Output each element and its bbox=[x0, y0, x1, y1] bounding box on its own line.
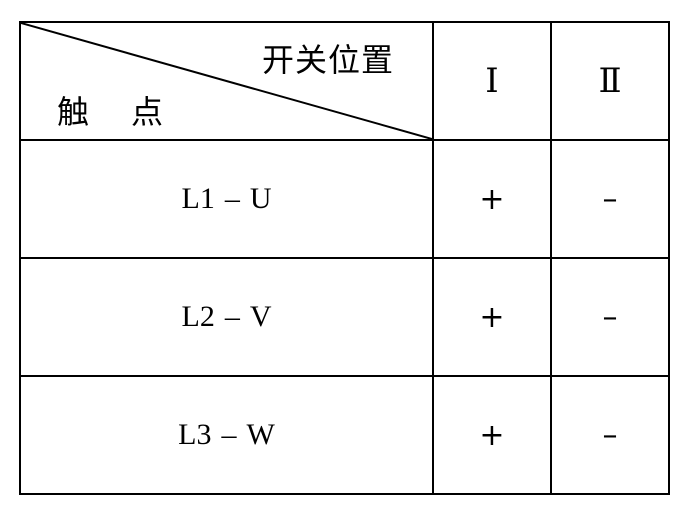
contact-label-char-1: 触 bbox=[57, 93, 90, 131]
position-1-state: + bbox=[432, 257, 552, 377]
diagonal-header-cell: 开关位置 触点 bbox=[19, 21, 434, 141]
state-symbol: – bbox=[602, 417, 618, 453]
contact-dash: – bbox=[224, 300, 240, 333]
position-1-label: Ⅰ bbox=[485, 61, 499, 101]
contact-terminal-a: L1 bbox=[181, 182, 215, 215]
contact-terminal-b: W bbox=[246, 418, 275, 451]
state-symbol: + bbox=[479, 299, 505, 335]
header-row: 开关位置 触点 Ⅰ Ⅱ bbox=[19, 21, 670, 141]
state-symbol: + bbox=[479, 417, 505, 453]
position-1-state: + bbox=[432, 375, 552, 495]
state-symbol: – bbox=[602, 299, 618, 335]
state-symbol: + bbox=[479, 181, 505, 217]
contact-name: L3–W bbox=[178, 418, 275, 451]
position-2-label: Ⅱ bbox=[598, 61, 622, 101]
table-row: L3–W + – bbox=[19, 375, 670, 495]
table-row: L2–V + – bbox=[19, 257, 670, 377]
contact-cell: L2–V bbox=[19, 257, 434, 377]
contact-terminal-a: L3 bbox=[178, 418, 212, 451]
contact-dash: – bbox=[221, 418, 237, 451]
contact-terminal-b: U bbox=[249, 182, 272, 215]
position-2-state: – bbox=[550, 257, 670, 377]
contact-cell: L1–U bbox=[19, 139, 434, 259]
contact-name: L2–V bbox=[182, 300, 272, 333]
contact-label-char-2: 点 bbox=[131, 93, 164, 131]
position-header-2: Ⅱ bbox=[550, 21, 670, 141]
position-1-state: + bbox=[432, 139, 552, 259]
contact-terminal-a: L2 bbox=[181, 300, 215, 333]
state-symbol: – bbox=[602, 181, 618, 217]
switch-position-label: 开关位置 bbox=[261, 41, 394, 79]
position-header-1: Ⅰ bbox=[432, 21, 552, 141]
contact-label: 触点 bbox=[57, 87, 163, 133]
contact-name: L1–U bbox=[182, 182, 272, 215]
contact-cell: L3–W bbox=[19, 375, 434, 495]
contact-table-grid: 开关位置 触点 Ⅰ Ⅱ L1–U + – L2–V + – L3–W + – bbox=[19, 21, 670, 495]
table-row: L1–U + – bbox=[19, 139, 670, 259]
position-2-state: – bbox=[550, 139, 670, 259]
position-2-state: – bbox=[550, 375, 670, 495]
diagonal-divider-line bbox=[22, 24, 431, 138]
switch-contact-table: 开关位置 触点 Ⅰ Ⅱ L1–U + – L2–V + – L3–W + – bbox=[19, 21, 670, 495]
contact-dash: – bbox=[224, 182, 240, 215]
contact-terminal-b: V bbox=[249, 300, 272, 333]
